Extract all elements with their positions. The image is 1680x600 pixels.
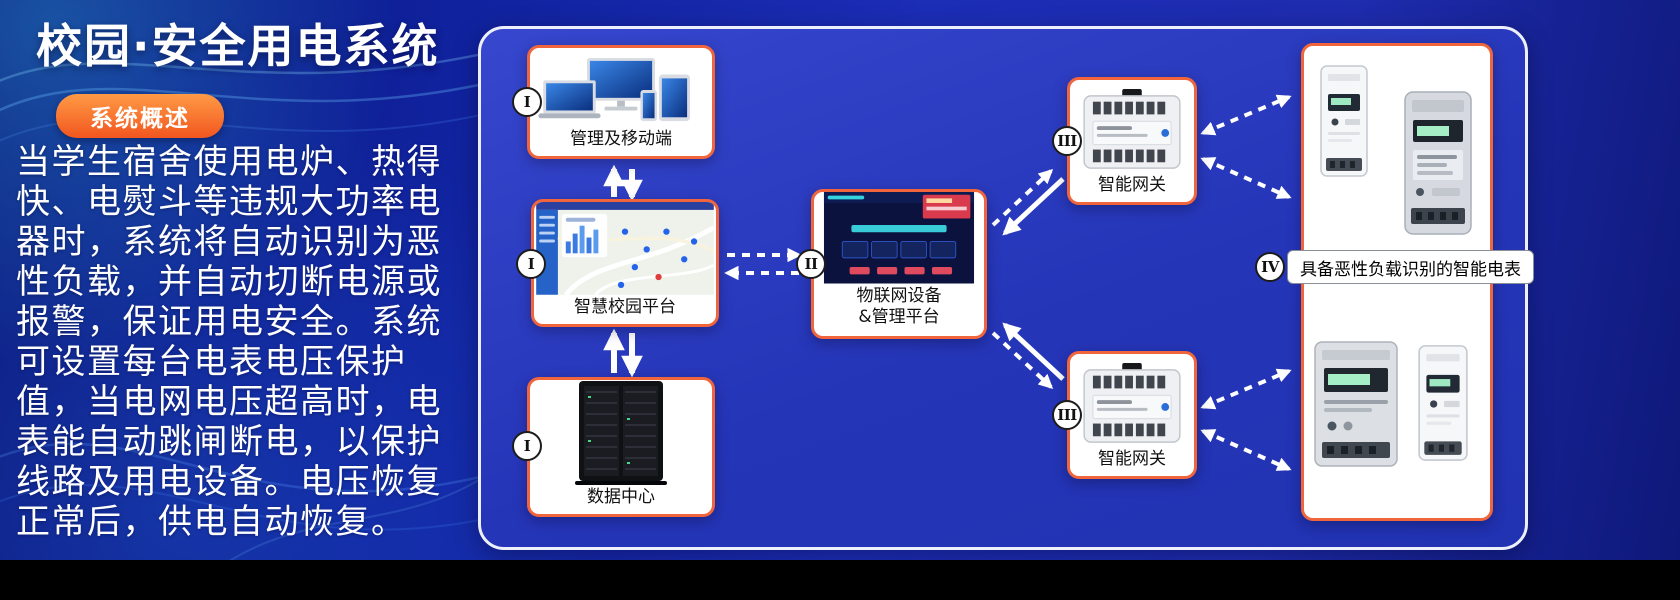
node-data-center: 数据中心 (527, 377, 715, 517)
gateway-device-icon (1083, 88, 1181, 169)
numeral-badge-datacenter: I (512, 431, 542, 461)
gateway-device-icon (1083, 362, 1181, 443)
node-iot-platform: 物联网设备 &管理平台 (811, 189, 987, 339)
node-label: 智慧校园平台 (574, 296, 676, 317)
numeral-badge-meters: IV (1255, 252, 1285, 282)
numeral-badge-platform: I (516, 249, 546, 279)
server-rack-icon (575, 380, 667, 485)
node-gateway-bottom: 智能网关 (1067, 351, 1197, 479)
node-management-mobile: 管理及移动端 (527, 45, 715, 159)
section-badge: 系统概述 (56, 94, 224, 138)
node-campus-platform: 智慧校园平台 (531, 199, 719, 327)
system-description: 当学生宿舍使用电炉、热得 快、电熨斗等违规大功率电 器时，系统将自动识别为恶 性… (16, 142, 442, 542)
numeral-badge-mgmt: I (512, 87, 542, 117)
node-label: 管理及移动端 (570, 128, 672, 149)
din-meter-icon (1418, 345, 1468, 461)
numeral-badge-gateway-bottom: III (1052, 400, 1082, 430)
node-label-line1: 物联网设备 (856, 285, 942, 306)
din-rail-meter-icon (1314, 341, 1398, 467)
diagram-panel: 管理及移动端 I (478, 26, 1534, 550)
din-meter-icon (1320, 65, 1368, 177)
numeral-badge-gateway-top: III (1052, 126, 1082, 156)
node-label: 物联网设备 &管理平台 (857, 284, 942, 337)
node-label: 智能网关 (1098, 174, 1166, 195)
campus-dashboard-icon (536, 202, 715, 295)
numeral-badge-iot: II (796, 249, 826, 279)
kwh-meter-icon (1404, 91, 1472, 235)
page-title: 校园·安全用电系统 (36, 19, 440, 73)
node-gateway-top: 智能网关 (1067, 77, 1197, 205)
iot-dashboard-icon (823, 192, 975, 284)
node-label: 智能网关 (1098, 448, 1166, 469)
bottom-letterbox (0, 560, 1680, 600)
smart-meters-label: 具备恶性负载识别的智能电表 (1287, 250, 1534, 284)
node-label: 数据中心 (587, 486, 655, 507)
node-label-line2: &管理平台 (858, 306, 940, 327)
devices-cluster-icon (538, 57, 691, 121)
